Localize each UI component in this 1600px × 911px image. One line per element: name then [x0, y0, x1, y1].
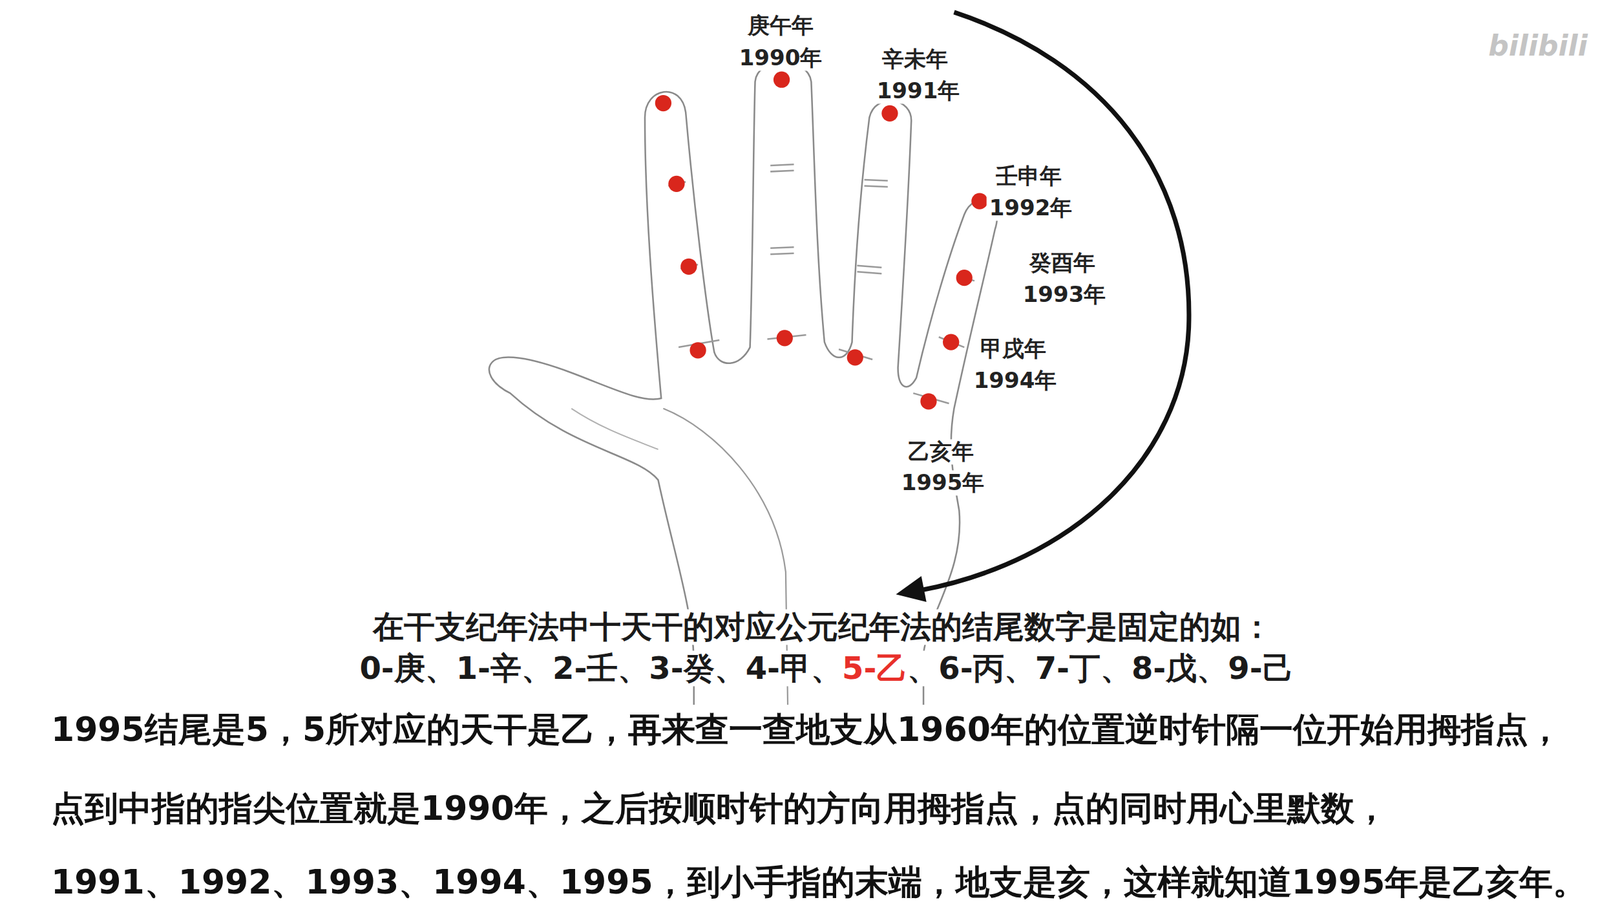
year-label: 乙亥年 [905, 438, 977, 464]
stem-mapping: 、6-丙、7-丁、8-戊、9-己 [907, 650, 1294, 686]
subtitle-line: 点到中指的指尖位置就是1990年，之后按顺时针的方向用拇指点，点的同时用心里默数… [51, 789, 1389, 828]
thumb-crease [571, 408, 658, 450]
subtitle-line: 1991、1992、1993、1994、1995，到小手指的末端，地支是亥，这样… [51, 862, 1587, 902]
year-label: 庚午年 [745, 12, 817, 39]
year-label: 癸酉年 [1026, 250, 1098, 276]
stem-mapping-highlight: 5-乙 [842, 650, 908, 686]
arrow-head [895, 575, 927, 602]
year-label: 1994年 [971, 367, 1060, 393]
joint-marks [668, 164, 975, 404]
year-label: 壬申年 [993, 163, 1065, 189]
hand-outline [489, 62, 998, 705]
year-label: 1993年 [1020, 281, 1109, 307]
red-dots [655, 71, 989, 410]
explanation-text: 在干支纪年法中十天干的对应公元纪年法的结尾数字是固定的如： [370, 608, 1275, 645]
year-label: 1992年 [986, 195, 1076, 221]
text-row: 0-庚、1-辛、2-壬、3-癸、4-甲、5-乙、6-丙、7-丁、8-戊、9-己 [356, 650, 1296, 686]
year-label: 1991年 [874, 78, 963, 104]
watermark: bilibili [1488, 29, 1588, 63]
year-label: 辛未年 [879, 46, 951, 72]
subtitle-line: 1995结尾是5，5所对应的天干是乙，再来查一查地支从1960年的位置逆时针隔一… [51, 710, 1562, 749]
year-label: 1995年 [898, 469, 988, 495]
stem-mapping: 0-庚、1-辛、2-壬、3-癸、4-甲、 [359, 650, 843, 686]
year-label: 1990年 [736, 45, 826, 71]
year-label: 甲戌年 [977, 336, 1049, 362]
